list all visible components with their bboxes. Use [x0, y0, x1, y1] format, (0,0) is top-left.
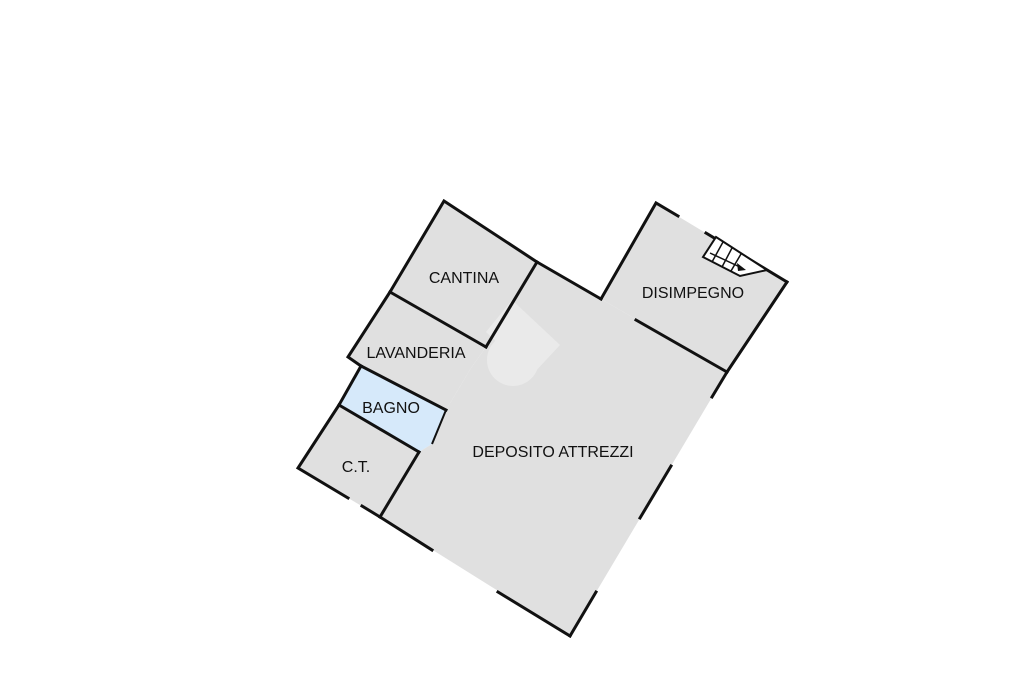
floor-fills	[298, 201, 787, 636]
wall-deposito-disimpegno	[633, 317, 730, 375]
room-label-ct: C.T.	[342, 459, 370, 476]
wall-deposito-right-a	[567, 589, 599, 639]
wall-ct-right	[377, 449, 422, 520]
wall-lavanderia-left	[345, 289, 393, 369]
room-label-cantina: CANTINA	[429, 270, 500, 287]
wall-bagno-left	[336, 363, 364, 408]
wall-cantina-divider	[483, 259, 540, 350]
bagno-floor	[339, 366, 446, 452]
wall-disimpegno-left	[598, 200, 681, 302]
wall-disimpegno-right	[724, 279, 790, 375]
staircase-icon	[701, 235, 770, 278]
wall-cantina-lavanderia	[387, 289, 489, 350]
wall-ct-bottom	[359, 503, 383, 520]
wall-bagno-right	[431, 409, 447, 445]
disimpegno-floor	[601, 203, 787, 372]
deposito-floor	[380, 262, 727, 636]
wall-deposito-right-b	[637, 463, 674, 521]
walls	[295, 198, 790, 639]
room-labels: CANTINA LAVANDERIA BAGNO C.T. DEPOSITO A…	[342, 270, 744, 476]
wall-cantina-top	[387, 198, 540, 295]
wall-deposito-bottom-a	[377, 514, 435, 553]
wall-deposito-right-c	[709, 369, 730, 400]
room-label-disimpegno: DISIMPEGNO	[642, 285, 744, 302]
wall-ct-left	[295, 402, 351, 501]
wall-lavanderia-bagno	[358, 363, 449, 413]
room-label-lavanderia: LAVANDERIA	[367, 345, 466, 362]
lavanderia-floor	[348, 292, 486, 410]
room-label-deposito: DEPOSITO ATTREZZI	[472, 444, 633, 461]
wall-bagno-ct	[336, 402, 422, 455]
wall-deposito-top	[534, 259, 604, 302]
room-label-bagno: BAGNO	[362, 400, 420, 417]
cantina-floor	[390, 201, 537, 347]
ct-floor	[298, 405, 419, 517]
wall-deposito-bottom-b	[495, 589, 573, 639]
